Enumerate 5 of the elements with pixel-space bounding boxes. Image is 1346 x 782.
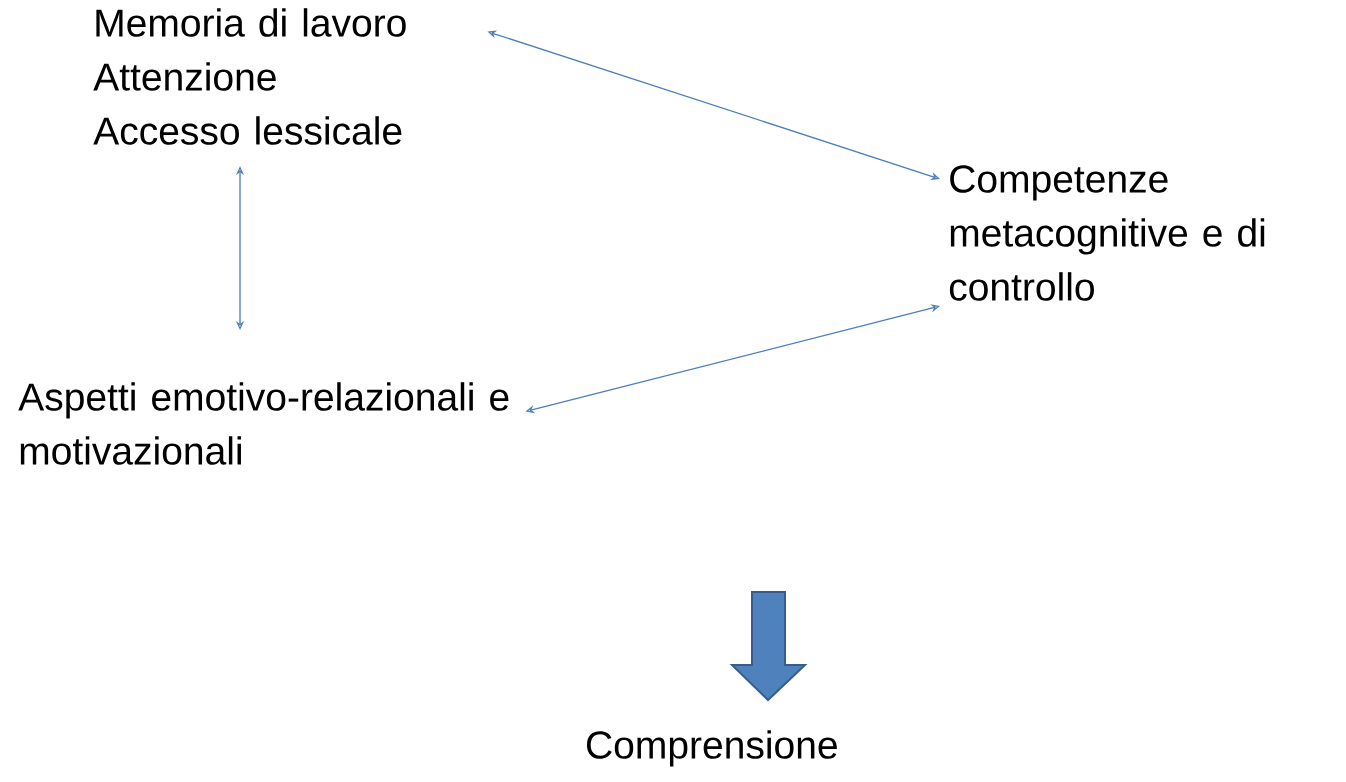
block-arrow — [729, 591, 808, 702]
text-label: Memoria di lavoro Attenzione Accesso lessicale — [93, 8, 406, 145]
text-label: Comprensione — [587, 730, 837, 767]
text-label: Competenze metacognitive e di controllo — [949, 165, 1265, 301]
text-label: Aspetti emotivo-relazionali e motivazionali — [18, 382, 509, 465]
